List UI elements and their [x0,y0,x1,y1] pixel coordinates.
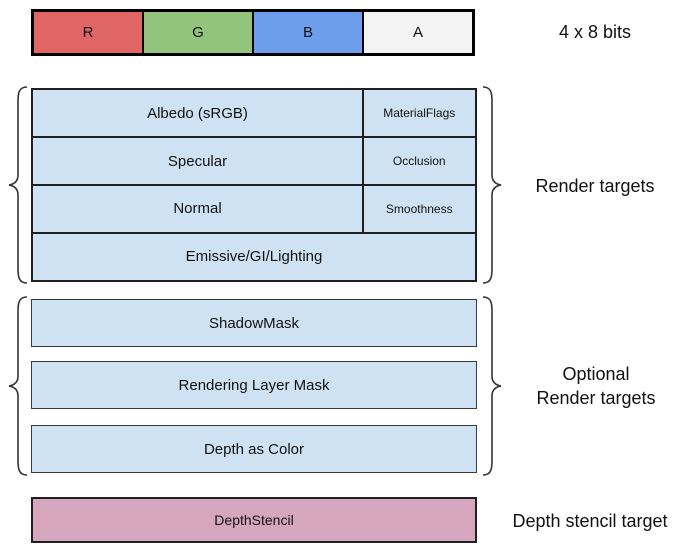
optional-label-line1: Optional [562,364,630,384]
cell-occlusion: Occlusion [363,137,475,185]
brace-left-optional-targets [7,296,29,476]
bit-cell-a: A [364,12,472,53]
table-row: Normal Smoothness [33,185,475,233]
brace-right-render-targets [481,86,503,284]
box-rendering-layer-mask: Rendering Layer Mask [31,361,477,409]
cell-albedo: Albedo (sRGB) [33,90,362,137]
cell-normal: Normal [33,185,362,233]
optional-render-targets-label: Optional Render targets [502,362,690,410]
optional-label-line2: Render targets [536,388,656,408]
render-targets-label: Render targets [535,176,655,196]
brace-right-optional-targets [481,296,503,476]
rgba-bit-bar: R G B A [31,9,475,56]
depth-stencil-target-label: Depth stencil target [512,511,668,531]
brace-left-render-targets [7,86,29,284]
bit-bar-caption: 4 x 8 bits [558,22,632,42]
cell-specular: Specular [33,137,362,185]
bit-cell-r: R [34,12,142,53]
box-shadowmask: ShadowMask [31,299,477,347]
cell-emissive: Emissive/GI/Lighting [33,233,475,280]
cell-smoothness: Smoothness [363,185,475,233]
table-row: Emissive/GI/Lighting [33,233,475,280]
table-row: Specular Occlusion [33,137,475,185]
render-targets-table: Albedo (sRGB) MaterialFlags Specular Occ… [31,88,477,282]
bit-cell-g: G [144,12,252,53]
table-row: Albedo (sRGB) MaterialFlags [33,90,475,137]
bit-cell-b: B [254,12,362,53]
cell-materialflags: MaterialFlags [363,90,475,137]
box-depth-as-color: Depth as Color [31,425,477,473]
box-depthstencil: DepthStencil [31,497,477,543]
